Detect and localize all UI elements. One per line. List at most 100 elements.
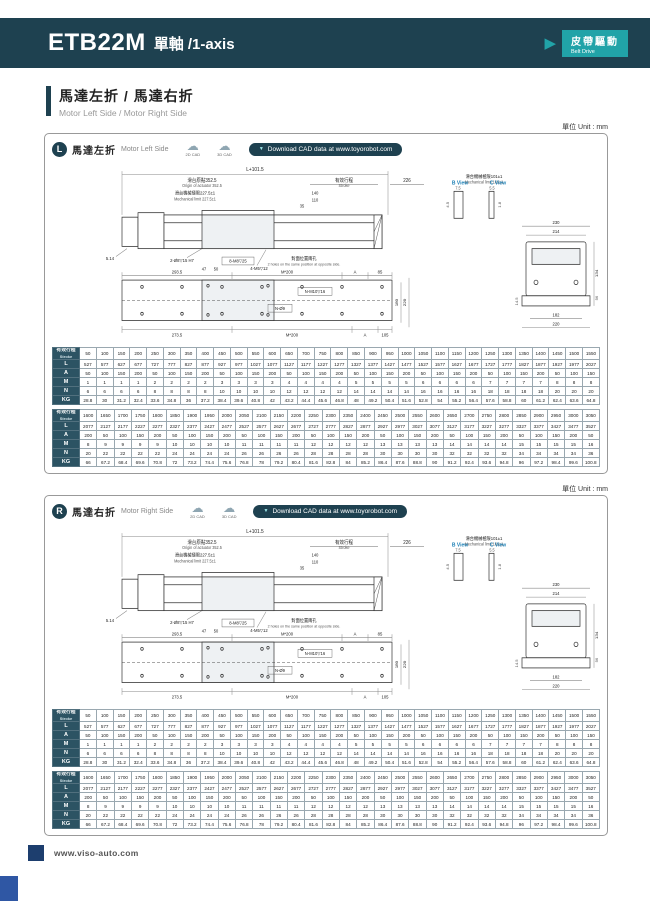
section-heading: 馬達左折 / 馬達右折 Motor Left Side / Motor Righ…	[46, 86, 194, 118]
dim-total-length: L+101.5	[246, 529, 264, 535]
table-cell: 30	[425, 448, 444, 458]
footer-url[interactable]: www.viso-auto.com	[54, 848, 139, 858]
cad-2d-button[interactable]: ☁ 2D CAD	[185, 139, 200, 157]
dim-a-bottom: A	[364, 694, 367, 699]
dim-mech-left-cn: 滑台機械極限227.5±1	[175, 189, 216, 196]
table-cell: 36	[581, 448, 601, 458]
table-cell: 2577	[252, 783, 271, 793]
table-cell: 527	[79, 721, 97, 731]
stroke-header-cell: 2550	[408, 409, 427, 422]
table-cell: 50	[213, 368, 231, 378]
table-cell: 2827	[338, 783, 358, 793]
table-cell: 1	[112, 377, 131, 387]
table-cell: 22	[130, 810, 150, 820]
table-cell: 100	[252, 430, 271, 440]
dim-56: 56	[595, 658, 599, 662]
dim-m200-top: M*200	[281, 631, 294, 636]
table-cell: 10	[200, 439, 219, 449]
table-cell: 11	[252, 439, 271, 449]
stroke-header-cell: 2050	[234, 409, 254, 422]
cloud-icon: ☁	[186, 139, 199, 153]
dim-origin-cn: 滑台原點352.5	[187, 539, 216, 546]
table-cell: 1277	[330, 721, 349, 731]
stroke-header-cell: 2000	[217, 409, 236, 422]
table-cell: 24	[200, 810, 219, 820]
table-cell: 50	[481, 730, 500, 740]
table-cell: 927	[213, 359, 231, 369]
table-cell: 62.4	[548, 757, 567, 767]
download-cad-button[interactable]: ▼ Download CAD data at www.toyorobot.com	[253, 504, 408, 518]
table-cell: 1627	[447, 721, 466, 731]
dim-105: 105	[382, 694, 389, 699]
table-cell: 30	[390, 448, 410, 458]
table-cell: 4	[280, 739, 298, 749]
panel-title: 馬達右折	[72, 507, 116, 519]
table-cell: 55.2	[447, 395, 466, 405]
panel-block: 單位 Unit : mm R 馬達右折 Motor Right Side ☁ 2…	[44, 484, 608, 836]
table-cell: 927	[213, 721, 231, 731]
table-cell: 69.6	[130, 819, 150, 829]
dim-4-5: 4.5	[445, 201, 450, 208]
stroke-header-cell: 250	[146, 709, 164, 722]
dim-mech-left-en: Mechanical limit 227.5±1	[174, 196, 216, 201]
stroke-header-cell: 2650	[442, 771, 462, 784]
table-cell: 150	[581, 730, 601, 740]
table-cell: 827	[179, 359, 198, 369]
table-cell: 75.6	[217, 457, 236, 467]
stroke-header-cell: 1950	[200, 771, 219, 784]
stroke-header-cell: 1950	[200, 409, 219, 422]
table-cell: 2477	[217, 783, 236, 793]
table-cell: 12	[321, 439, 340, 449]
drive-type-cn: 皮帶驅動	[571, 36, 619, 48]
table-cell: 100	[252, 792, 271, 802]
table-cell: 2077	[78, 421, 98, 431]
cad-2d-button[interactable]: ☁ 2D CAD	[190, 502, 205, 519]
download-cad-button[interactable]: ▼ Download CAD data at www.toyorobot.com	[248, 142, 403, 156]
stroke-header-cell: 1900	[182, 771, 202, 784]
table-cell: 9	[113, 801, 132, 811]
stroke-header-cell: 1200	[464, 709, 483, 722]
table-cell: 2177	[113, 783, 132, 793]
table-cell: 677	[129, 721, 148, 731]
table-cell: 150	[477, 430, 496, 440]
table-cell: 34	[529, 810, 548, 820]
dim-226: 226	[403, 178, 411, 184]
table-cell: 52.8	[414, 395, 433, 405]
table-cell: 14	[380, 386, 399, 396]
dim-a-top: A	[354, 269, 357, 274]
table-cell: 200	[286, 792, 306, 802]
table-cell: 26	[234, 448, 254, 458]
table-cell: 50	[581, 792, 601, 802]
table-cell: 150	[447, 730, 466, 740]
table-cell: 4	[313, 739, 332, 749]
table-cell: 66	[78, 819, 98, 829]
stroke-header-cell: 2550	[408, 771, 427, 784]
table-cell: 2677	[286, 783, 306, 793]
dim-50: 50	[214, 628, 219, 633]
table-cell: 9	[96, 801, 115, 811]
stroke-header-cell: 1000	[397, 709, 416, 722]
table-cell: 1277	[330, 359, 349, 369]
cad-3d-button[interactable]: ☁ 3D CAD	[222, 502, 237, 519]
table-cell: 28	[321, 810, 340, 820]
table-cell: 64.8	[581, 757, 601, 767]
stroke-header-cell: 2900	[529, 409, 548, 422]
drive-type-box: 皮帶驅動 Belt Drive	[562, 29, 628, 57]
table-cell: 50	[165, 792, 184, 802]
table-cell: 3127	[442, 783, 462, 793]
table-cell: 200	[196, 730, 215, 740]
table-cell: 74.4	[200, 819, 219, 829]
row-label: A	[52, 368, 80, 378]
table-cell: 26	[286, 810, 306, 820]
b-c-detail-views	[453, 552, 495, 581]
dim-180: 180	[394, 298, 399, 306]
drive-type-en: Belt Drive	[571, 48, 595, 55]
table-cell: 58.8	[498, 395, 516, 405]
table-cell: 50.4	[380, 757, 399, 767]
dim-a-top: A	[354, 631, 357, 636]
cad-3d-button[interactable]: ☁ 3D CAD	[217, 140, 232, 157]
stroke-header-cell: 750	[313, 347, 332, 360]
model-title: ETB22M	[48, 29, 146, 56]
section-subtitle: Motor Left Side / Motor Right Side	[59, 108, 188, 118]
